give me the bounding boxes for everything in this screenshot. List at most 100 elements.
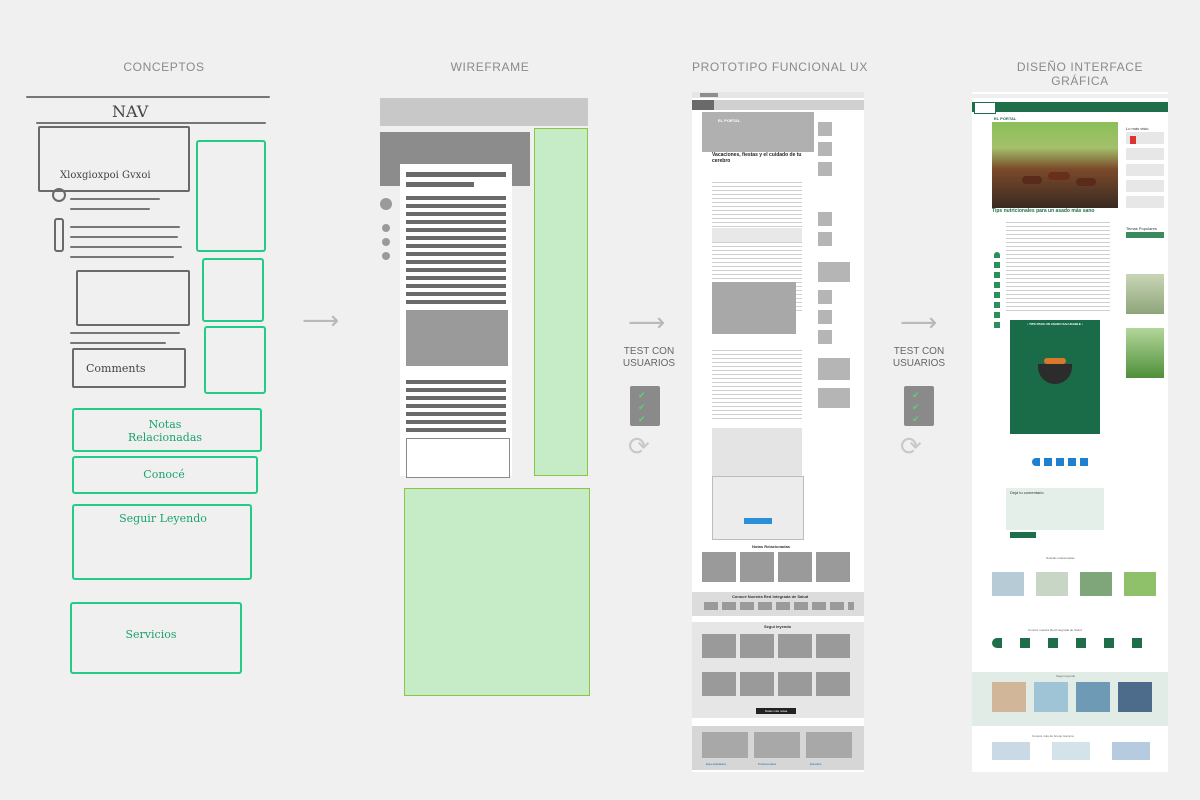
design-brand: EL PORTAL — [994, 116, 1017, 121]
sketch-nav-bottom-line — [36, 122, 266, 124]
design-keep-reading-photo — [1034, 682, 1068, 712]
wireframe-share-icon — [382, 224, 390, 232]
sketch-know-label: Conocé — [143, 468, 185, 481]
design-keep-reading-title: Seguí leyendo — [1056, 674, 1076, 678]
wireframe-comment-box — [406, 438, 510, 478]
sketch-services-label: Servicios — [125, 628, 177, 641]
user-test-label: TEST CON USUARIOS — [614, 346, 684, 370]
prototype-sidebar-thumb — [818, 232, 832, 246]
design-network-icons — [992, 638, 1152, 648]
arrow-right-icon: ⟶ — [302, 306, 340, 336]
wireframe-title: WIREFRAME — [450, 60, 530, 74]
ribbon-icon — [1130, 136, 1136, 144]
checklist-document-icon: ✔✔✔ — [904, 386, 934, 426]
design-grill-item — [1022, 176, 1042, 184]
prototype-sidebar-thumb — [818, 122, 832, 136]
arrow-right-icon: ⟶ — [900, 308, 938, 338]
sketch-line — [70, 332, 180, 334]
test-label-line-1: TEST CON — [893, 346, 945, 357]
sketch-comments-label: Comments — [86, 362, 146, 375]
sketch-share-dots — [54, 218, 64, 252]
sketch-hero-text: Xloxgioxpoi Gvxoi — [60, 170, 151, 181]
refresh-cycle-icon: ⟳ — [900, 432, 922, 462]
design-related-photo — [1080, 572, 1112, 596]
sketch-nav-top-line — [26, 96, 270, 98]
design-promo-title: • TIPS PARA UN ASADO SALUDABLE • — [1027, 322, 1083, 326]
design-popular-topics: Temas Populares — [1126, 226, 1157, 231]
arrow-right-icon: ⟶ — [628, 308, 666, 338]
design-group-photo — [1052, 742, 1090, 760]
prototype-sidebar-thumb — [818, 310, 832, 324]
prototype-sidebar-thumb — [818, 330, 832, 344]
sketch-line — [70, 208, 150, 210]
sketch-line — [70, 236, 178, 238]
design-nav — [972, 102, 1168, 112]
design-comment-box — [1006, 488, 1104, 530]
prototype-network-icons — [704, 602, 854, 610]
sketch-hero — [38, 126, 190, 192]
wireframe-text-block-1 — [406, 196, 506, 306]
sketch-keep-reading-box — [72, 504, 252, 580]
test-label-line-2: USUARIOS — [892, 358, 946, 369]
wireframe-nav — [380, 98, 588, 126]
design-topics-bar — [1126, 232, 1164, 238]
design-related-title: Noticias relacionadas — [1046, 556, 1075, 560]
design-topbar — [972, 94, 1168, 98]
prototype-sidebar-thumb — [818, 290, 832, 304]
sketch-avatar — [52, 188, 66, 202]
design-share-icons — [994, 252, 1000, 332]
design-keep-reading-photo — [1118, 682, 1152, 712]
prototype-submit-button[interactable] — [744, 518, 772, 524]
design-related-photo — [1036, 572, 1068, 596]
prototype-footer-link[interactable]: Profesionales — [758, 762, 777, 766]
prototype-quote — [712, 228, 802, 242]
wireframe-avatar — [380, 198, 392, 210]
checklist-document-icon: ✔✔✔ — [630, 386, 660, 426]
prototype-keep-reading-row-2 — [702, 672, 852, 696]
design-related-photo — [992, 572, 1024, 596]
wireframe-bottom-section — [404, 488, 590, 696]
sketch-services-box — [70, 602, 242, 674]
prototype-footer-link[interactable]: Especialidades — [706, 762, 727, 766]
design-grill-item — [1076, 178, 1096, 186]
prototype-title: PROTOTIPO FUNCIONAL UX — [692, 60, 868, 74]
prototype-more-button[interactable]: Notas más notas — [756, 708, 796, 714]
prototype-headline: Vacaciones, fiestas y el cuidado de tu c… — [712, 152, 802, 164]
prototype-mock: EL PORTAL Vacaciones, fiestas y el cuida… — [692, 92, 864, 772]
sketch-sidebar-box-2 — [202, 258, 264, 322]
sketch-nav-label: NAV — [112, 102, 149, 121]
design-most-read-list — [1126, 132, 1164, 210]
design-keep-reading-photo — [1076, 682, 1110, 712]
wireframe-title-line — [406, 172, 506, 177]
sketch-line — [70, 198, 160, 200]
test-label-line-2: USUARIOS — [622, 358, 676, 369]
design-network-title: Conocé nuestra Red Integrada de Salud — [1028, 628, 1082, 632]
sketch-line — [70, 246, 182, 248]
design-group-photo — [1112, 742, 1150, 760]
prototype-sidebar-block — [818, 262, 850, 282]
refresh-cycle-icon: ⟳ — [628, 432, 650, 462]
prototype-keep-reading-title: Seguí leyendo — [764, 624, 792, 629]
prototype-logo — [700, 93, 718, 97]
wireframe-share-icon — [382, 238, 390, 246]
wireframe-share-icon — [382, 252, 390, 260]
design-comment-submit[interactable] — [1010, 532, 1036, 538]
sketch-sidebar-box-1 — [196, 140, 266, 252]
design-most-read-title: Lo más visto — [1126, 126, 1149, 131]
prototype-nav-active — [692, 100, 714, 110]
prototype-nav — [692, 100, 864, 110]
prototype-keep-reading-row-1 — [702, 634, 852, 658]
wireframe-sidebar — [534, 128, 588, 476]
concepts-title: CONCEPTOS — [123, 60, 205, 74]
prototype-sidebar-thumb — [818, 142, 832, 156]
design-keep-reading-photo — [992, 682, 1026, 712]
design-nav-home — [974, 102, 996, 114]
prototype-hero — [702, 112, 814, 152]
prototype-related-grid — [702, 552, 852, 582]
wireframe-mock — [380, 98, 590, 698]
prototype-footer-link[interactable]: Estudios — [810, 762, 822, 766]
prototype-footer-tiles — [702, 732, 852, 758]
prototype-sidebar-thumb — [818, 162, 832, 176]
sketch-keep-reading-label: Seguir Leyendo — [119, 512, 207, 525]
design-side-photo — [1126, 274, 1164, 314]
